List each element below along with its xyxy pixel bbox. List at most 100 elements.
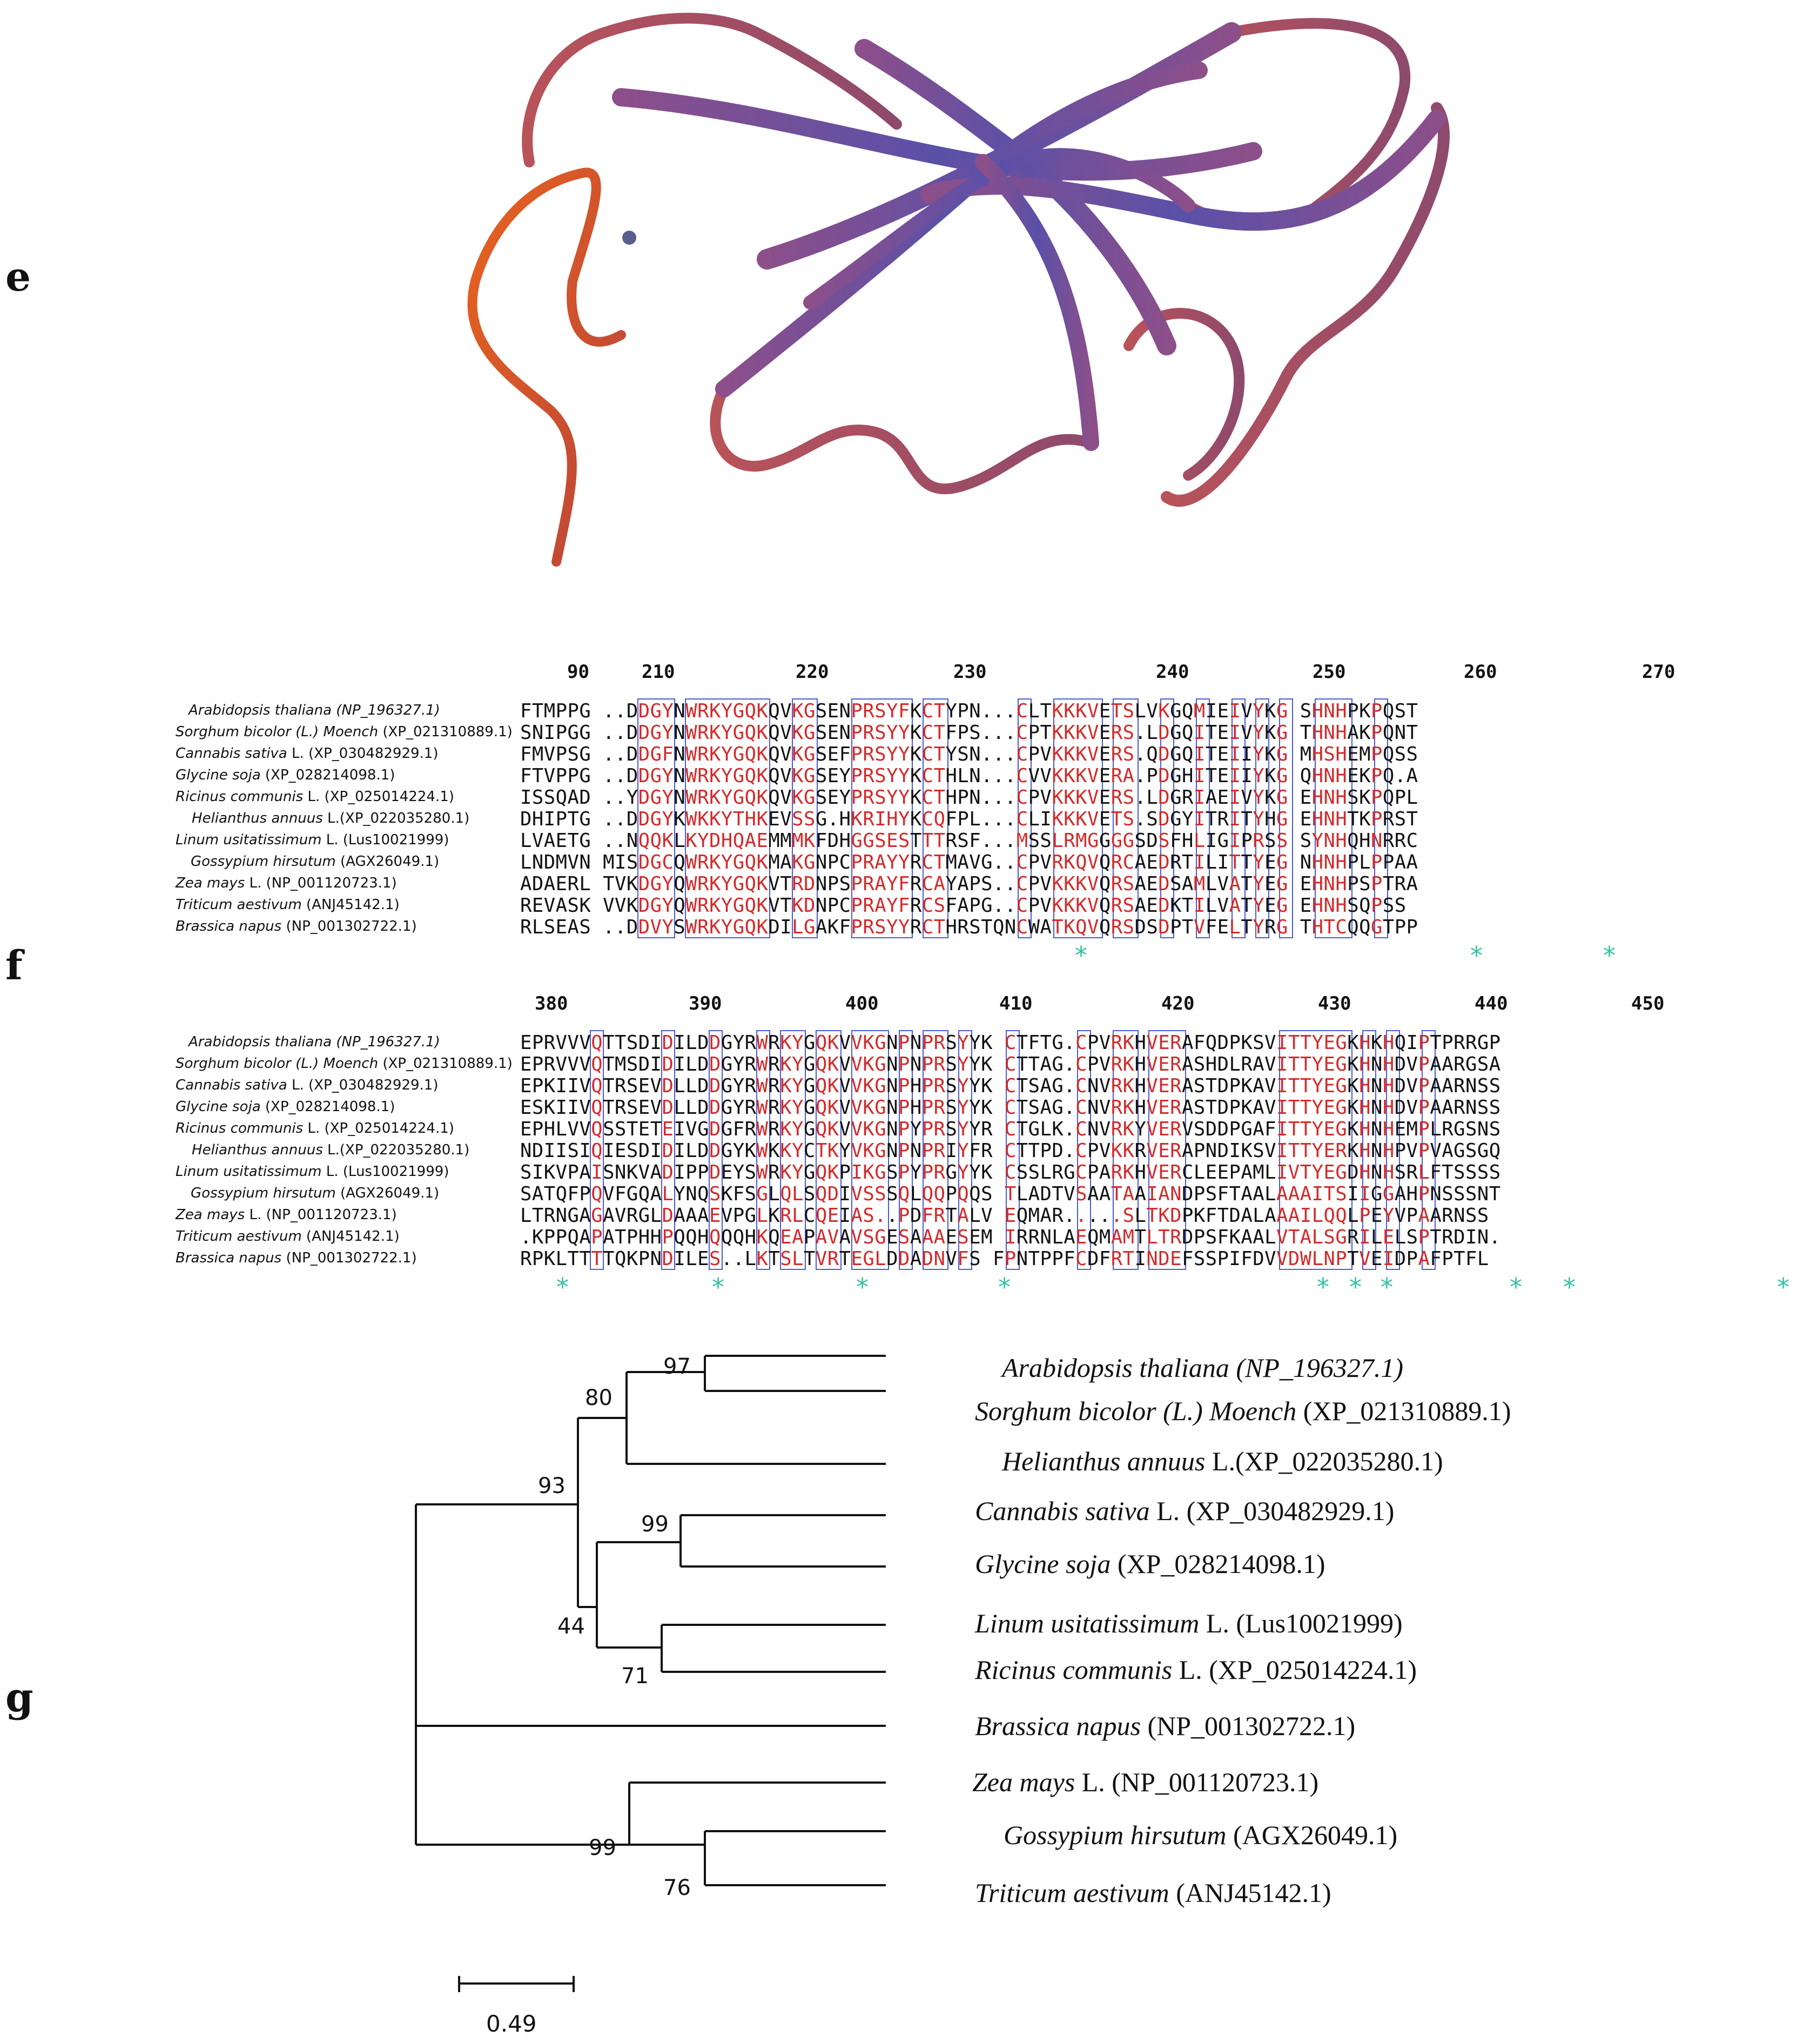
alignment-species-name: Linum usitatissimum L. (Lus10021999) <box>176 832 449 848</box>
bootstrap-value: 80 <box>585 1386 613 1410</box>
tree-taxon-label: Linum usitatissimum L. (Lus10021999) <box>975 1608 1403 1638</box>
alignment-species-name: Cannabis sativa L. (XP_030482929.1) <box>176 1077 439 1093</box>
conserved-site-star: * <box>1777 1273 1789 1302</box>
conserved-region-box <box>958 1030 972 1270</box>
alignment-sequence-row: LNDMVN MISDGCQWRKYGQKMAKGNPCPRAYYRCTMAVG… <box>520 851 1418 873</box>
alignment-position-label: 270 <box>1642 661 1675 683</box>
conserved-site-star: * <box>1510 1273 1522 1302</box>
alignment-position-label: 440 <box>1475 993 1508 1014</box>
alignment-species-name: Gossypium hirsutum (AGX26049.1) <box>191 1185 440 1201</box>
conserved-region-box <box>1113 698 1139 938</box>
conserved-region-box <box>1053 698 1103 938</box>
conserved-region-box <box>1315 698 1352 938</box>
alignment-block-2-boxes <box>590 1030 1436 1270</box>
conserved-region-box <box>1160 698 1174 938</box>
conserved-region-box <box>590 1030 604 1270</box>
conserved-region-box <box>816 1030 842 1270</box>
conserved-site-star: * <box>1381 1273 1393 1302</box>
alignment-position-label: 390 <box>689 993 722 1014</box>
conserved-region-box <box>1077 1030 1091 1270</box>
alignment-species-name: Brassica napus (NP_001302722.1) <box>176 918 417 934</box>
conserved-region-box <box>1113 1030 1139 1270</box>
conserved-region-box <box>923 1030 948 1270</box>
tree-taxon-label: Zea mays L. (NP_001120723.1) <box>972 1767 1319 1797</box>
alignment-sequence-row: NDIISIQIESDIDILDDGYKWKKYCTKYVKGNPNPRIYFR… <box>520 1140 1501 1162</box>
conserved-region-box <box>756 1030 770 1270</box>
alignment-position-label: 220 <box>796 661 829 683</box>
conserved-site-star: * <box>1075 941 1087 970</box>
bootstrap-value: 97 <box>663 1354 691 1379</box>
alignment-position-label: 400 <box>845 993 879 1014</box>
alignment-position-label: 90 <box>567 661 589 683</box>
loop-left <box>467 167 626 567</box>
alignment-species-name: Gossypium hirsutum (AGX26049.1) <box>191 853 440 870</box>
alignment-position-label: 210 <box>642 661 675 683</box>
protein-ribbon-structure <box>467 12 1450 567</box>
alignment-sequence-row: LTRNGAGAVRGLDAAAEVPGLKRLCQEIAS..PDFRTALV… <box>520 1205 1489 1227</box>
alignment-sequence-row: RLSEAS ..DDVYSWRKYGQKDILGAKFPRSYYRCTHRST… <box>520 916 1418 938</box>
alignment-sequence-row: SATQFPQVFGQALYNQSKFSGLQLSQDIVSSSQLQQPQQS… <box>520 1183 1501 1205</box>
bootstrap-value: 44 <box>557 1614 585 1639</box>
tree-taxon-label: Cannabis sativa L. (XP_030482929.1) <box>975 1496 1395 1526</box>
alignment-sequence-row: ISSQAD ..YDGYNWRKYGQKQVKGSEYPRSYYKCTHPN.… <box>520 786 1418 809</box>
alignment-sequence-row: EPRVVVQTTSDIDILDDGYRWRKYGQKVVKGNPNPRSYYK… <box>520 1032 1501 1054</box>
bootstrap-value: 99 <box>641 1512 669 1537</box>
alignment-sequence-row: EPRVVVQTMSDIDILDDGYRWRKYGQKVVKGNPNPRSYYK… <box>520 1053 1501 1075</box>
bootstrap-value: 99 <box>589 1835 616 1860</box>
alignment-position-label: 230 <box>953 661 987 683</box>
alignment-sequence-row: LVAETG ..NQQKLKYDHQAEMMMKFDHGGSESTTTRSF.… <box>520 830 1418 852</box>
alignment-sequence-row: RPKLTTTTQKPNDILES..LKTSLTVRTEGLDDADNVFS … <box>520 1248 1489 1270</box>
conserved-region-box <box>1374 698 1388 938</box>
alignment-species-name: Cannabis sativa L. (XP_030482929.1) <box>176 745 439 762</box>
alignment-position-label: 410 <box>999 993 1033 1014</box>
alignment-sequence-row: EPKIIVQTRSEVDLLDDGYRWRKYGQKVVKGNPHPRSYYK… <box>520 1075 1501 1097</box>
conserved-region-box <box>1386 1030 1400 1270</box>
conserved-site-star: * <box>856 1273 869 1302</box>
conserved-region-box <box>1231 698 1246 938</box>
alignment-species-name: Zea mays L. (NP_001120723.1) <box>176 1207 397 1223</box>
loop-far-right <box>1161 102 1450 507</box>
alignment-species-name: Arabidopsis thaliana (NP_196327.1) <box>189 702 440 718</box>
alignment-position-label: 380 <box>535 993 568 1014</box>
alignment-species-name: Linum usitatissimum L. (Lus10021999) <box>176 1164 449 1180</box>
alignment-sequence-row: ADAERL TVKDGYQWRKYGQKVTRDNPSPRAYFRCAYAPS… <box>520 873 1418 895</box>
alignment-sequence-row: FTMPPG ..DDGYNWRKYGQKQVKGSENPRSYFKCTYPN.… <box>520 700 1418 722</box>
tree-taxon-label: Glycine soja (XP_028214098.1) <box>975 1549 1325 1579</box>
tree-taxon-label: Helianthus annuus L.(XP_022035280.1) <box>1002 1446 1443 1476</box>
tree-taxon-label: Gossypium hirsutum (AGX26049.1) <box>1004 1820 1398 1850</box>
alignment-sequence-row: FTVPPG ..DDGYNWRKYGQKQVKGSEYPRSYYKCTHLN.… <box>520 765 1418 787</box>
strand-6 <box>803 148 1195 310</box>
alignment-position-label: 260 <box>1464 661 1497 683</box>
alignment-sequence-row: SIKVPAISNKVADIPPDEYSWRKYGQKPIKGSPYPRGYYK… <box>520 1161 1501 1184</box>
alignment-position-label: 250 <box>1313 661 1346 683</box>
conserved-region-box <box>1255 698 1269 938</box>
conserved-region-box <box>1148 1030 1186 1270</box>
conserved-region-box <box>1006 1030 1020 1270</box>
conserved-region-box <box>1196 698 1210 938</box>
loop-bottom <box>710 384 1096 495</box>
alignment-species-name: Glycine soja (XP_028214098.1) <box>176 767 395 783</box>
alignment-sequence-row: .KPPQAPATPHHPQQHQQQHKQEAPAVAVSGESAAAESEM… <box>520 1226 1501 1248</box>
metal-ion-sphere <box>622 231 636 245</box>
strand-7 <box>975 154 1099 451</box>
alignment-position-label: 430 <box>1318 993 1351 1014</box>
alignment-sequence-row: EPHLVVQSSTETEIVGDGFRWRKYGQKVVKGNPYPRSYYR… <box>520 1118 1501 1140</box>
strand-1 <box>612 88 1262 181</box>
alignment-species-name: Triticum aestivum (ANJ45142.1) <box>176 1228 400 1245</box>
alignment-species-name: Triticum aestivum (ANJ45142.1) <box>176 897 400 913</box>
conserved-region-box <box>851 698 913 938</box>
alignment-sequence-row: SNIPGG ..DDGYNWRKYGQKQVKGSENPRSYYKCTFPS.… <box>520 722 1418 744</box>
alignment-species-name: Sorghum bicolor (L.) Moench (XP_02131088… <box>176 1055 513 1072</box>
conserved-region-box <box>709 1030 723 1270</box>
panel-label-f: f <box>5 943 23 989</box>
conserved-region-box <box>780 1030 806 1270</box>
alignment-sequence-row: REVASK VVKDGYQWRKYGQKVTKDNPCPRAYFRCSFAPG… <box>520 895 1407 917</box>
conserved-region-box <box>661 1030 675 1270</box>
conserved-region-box <box>923 698 948 938</box>
conserved-site-star: * <box>1563 1273 1576 1302</box>
tree-taxon-label: Ricinus communis L. (XP_025014224.1) <box>975 1655 1417 1685</box>
alignment-species-name: Ricinus communis L. (XP_025014224.1) <box>176 1120 454 1137</box>
alignment-position-label: 450 <box>1631 993 1665 1014</box>
conserved-region-box <box>637 698 675 938</box>
alignment-sequence-row: ESKIIVQTRSEVDLLDDGYRWRKYGQKVVKGNPHPRSYYK… <box>520 1097 1501 1119</box>
